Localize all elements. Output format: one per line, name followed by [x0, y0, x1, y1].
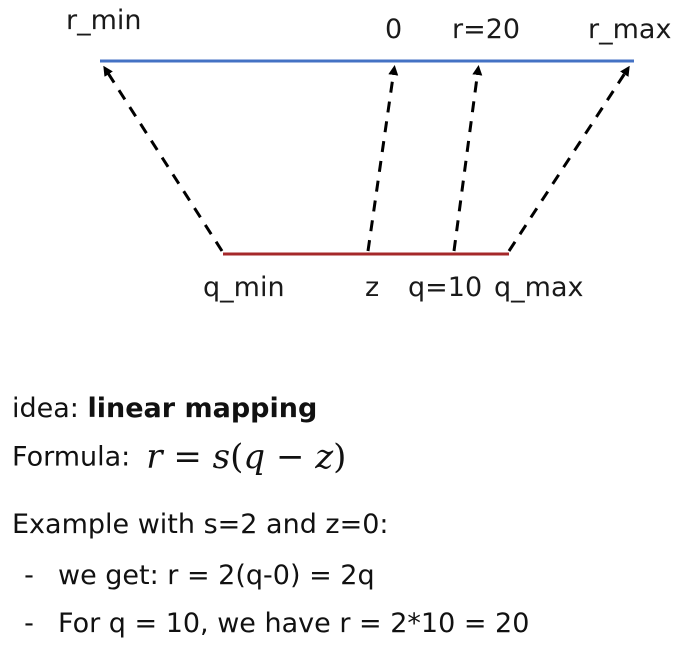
math-open-paren: ( — [230, 437, 244, 477]
formula-label: Formula: — [12, 441, 131, 473]
arrow-q10-to-r20 — [452, 65, 483, 252]
label-r-max: r_max — [588, 14, 671, 45]
arrow-z-to-zero — [366, 65, 399, 252]
mapping-diagram: r_min 0 r=20 r_max q_min z q=10 q_max — [66, 5, 671, 303]
math-close-paren: ) — [333, 437, 347, 477]
bullet-text: For q = 10, we have r = 2*10 = 20 — [58, 608, 530, 639]
math-minus: − — [265, 437, 316, 477]
bullet-dash: - — [24, 560, 34, 591]
label-r-20: r=20 — [452, 14, 520, 45]
arrow-qmax-to-rmax — [507, 65, 630, 252]
bullet-dash: - — [24, 608, 34, 639]
label-z: z — [365, 272, 379, 303]
label-q-min: q_min — [203, 272, 285, 303]
arrow-qmin-to-rmin — [103, 65, 224, 252]
idea-line: idea: linear mapping — [12, 395, 317, 422]
idea-prefix: idea: — [12, 393, 88, 424]
formula-line: Formula: r = s(q − z) — [12, 440, 346, 474]
label-r-min: r_min — [66, 5, 142, 36]
label-q-max: q_max — [494, 272, 583, 303]
math-z: z — [315, 437, 334, 477]
bullet-text: we get: r = 2(q-0) = 2q — [58, 560, 375, 591]
label-zero: 0 — [385, 14, 402, 45]
example-bullet: -For q = 10, we have r = 2*10 = 20 — [0, 610, 529, 637]
example-heading: Example with s=2 and z=0: — [12, 509, 389, 540]
formula-math: r = s(q − z) — [146, 437, 346, 477]
math-s: s — [212, 437, 231, 477]
math-q: q — [243, 437, 266, 477]
example-bullet: -we get: r = 2(q-0) = 2q — [0, 560, 375, 591]
math-r: r — [146, 437, 163, 477]
label-q-10: q=10 — [408, 272, 482, 303]
math-eq: = — [162, 437, 213, 477]
idea-emphasis: linear mapping — [87, 393, 318, 424]
